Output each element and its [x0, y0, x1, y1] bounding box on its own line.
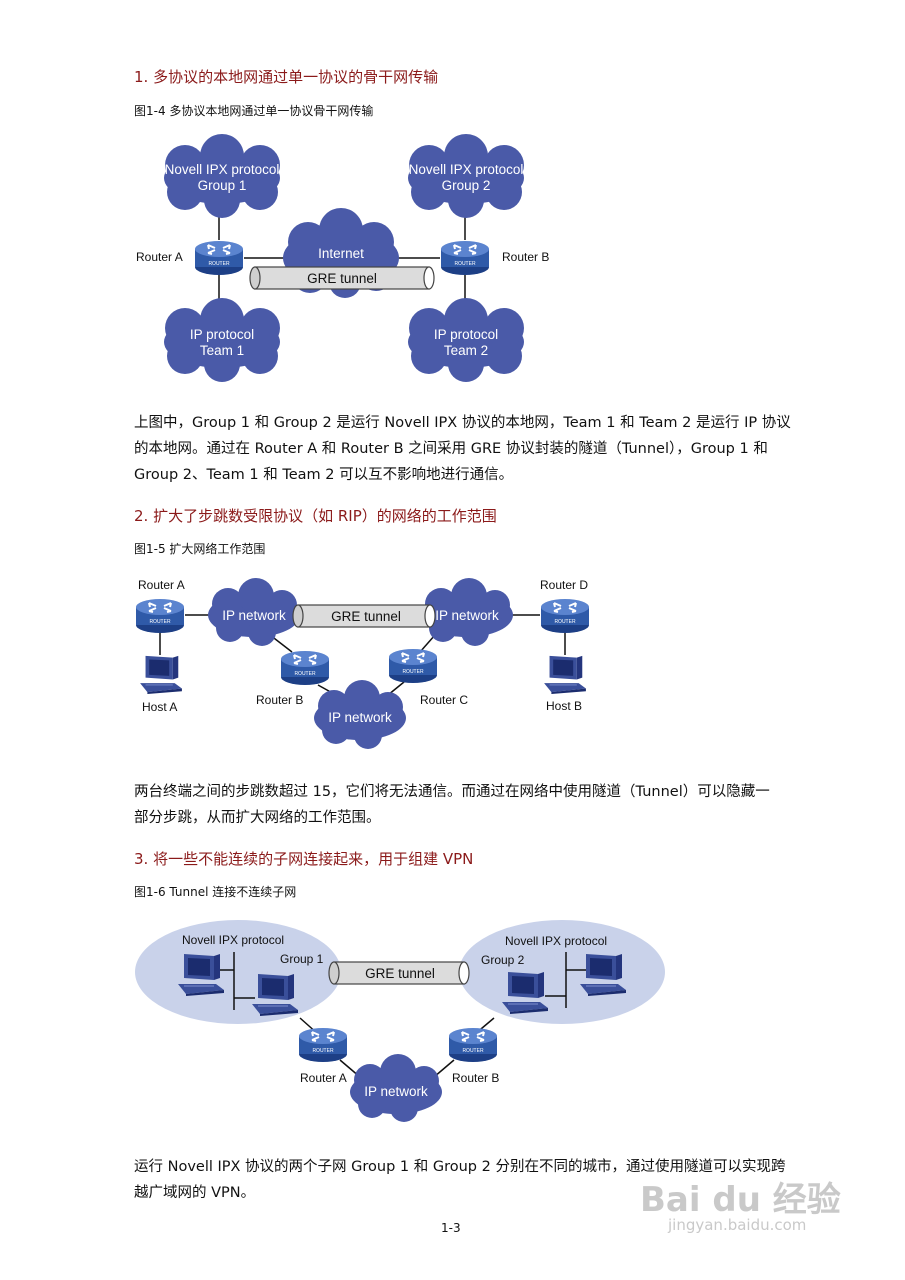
- group2-label: Group 2: [481, 953, 525, 967]
- router-b-label: Router B: [452, 1071, 499, 1085]
- baidu-watermark-url: jingyan.baidu.com: [668, 1216, 807, 1234]
- router-c-label: Router C: [420, 693, 468, 707]
- router-a-icon: [135, 598, 185, 634]
- cloud-group2: [408, 134, 524, 218]
- cloud-ip-bottom: [314, 680, 406, 749]
- router-b-icon: [280, 650, 330, 686]
- cloud-ip-right: [421, 578, 513, 646]
- cloud-ip-left-label: IP network: [222, 608, 286, 623]
- gre-tunnel-label: GRE tunnel: [365, 966, 435, 981]
- section-1-heading: 1. 多协议的本地网通过单一协议的骨干网传输: [134, 68, 439, 86]
- section-1-paragraph: 上图中，Group 1 和 Group 2 是运行 Novell IPX 协议的…: [134, 410, 824, 488]
- group2-computer-icon: [579, 953, 627, 996]
- gre-tunnel-pipe: [292, 604, 436, 628]
- router-b-label: Router B: [256, 693, 303, 707]
- link-cloud-routerc: [419, 634, 436, 653]
- cloud-group1: [164, 134, 280, 218]
- cloud-ip-bottom-label: IP network: [328, 710, 392, 725]
- cloud-team1: [164, 298, 280, 382]
- cloud-ip: [350, 1054, 442, 1122]
- paragraph-line: 上图中，Group 1 和 Group 2 是运行 Novell IPX 协议的…: [134, 415, 791, 431]
- router-b-label: Router B: [502, 250, 549, 264]
- gre-tunnel-label: GRE tunnel: [307, 271, 377, 286]
- ipx-left-label: Novell IPX protocol: [182, 933, 284, 947]
- host-b-label: Host B: [546, 699, 582, 713]
- figure-1-5-caption: 图1-5 扩大网络工作范围: [134, 542, 266, 556]
- figure-1-4-caption: 图1-4 多协议本地网通过单一协议骨干网传输: [134, 104, 374, 118]
- cloud-team2: [408, 298, 524, 382]
- group1-label: Group 1: [280, 952, 324, 966]
- cloud-team2-line2: Team 2: [444, 343, 488, 358]
- figure-1-4-diagram: Novell IPX protocol Group 1 Novell IPX p…: [136, 134, 549, 382]
- host-a-label: Host A: [142, 700, 177, 714]
- gre-tunnel-pipe: [328, 961, 470, 985]
- gre-tunnel-pipe: [249, 266, 435, 290]
- router-b-icon: [440, 240, 490, 276]
- figure-1-6-diagram: Novell IPX protocol Group 1 Novell IPX p…: [135, 920, 665, 1122]
- section-2-paragraph: 两台终端之间的步跳数超过 15，它们将无法通信。而通过在网络中使用隧道（Tunn…: [134, 779, 824, 831]
- section-3-paragraph: 运行 Novell IPX 协议的两个子网 Group 1 和 Group 2 …: [134, 1154, 824, 1206]
- section-3-heading: 3. 将一些不能连续的子网连接起来，用于组建 VPN: [134, 850, 474, 868]
- group2-computer-icon: [501, 971, 549, 1014]
- cloud-team2-line1: IP protocol: [434, 327, 498, 342]
- cloud-group1-line2: Group 1: [198, 178, 247, 193]
- cloud-internet-label: Internet: [318, 246, 364, 261]
- router-a-icon: [298, 1027, 348, 1063]
- gre-tunnel-label: GRE tunnel: [331, 609, 401, 624]
- ipx-right-label: Novell IPX protocol: [505, 934, 607, 948]
- paragraph-line: 部分步跳，从而扩大网络的工作范围。: [134, 810, 381, 826]
- cloud-ip-left: [208, 578, 300, 646]
- router-c-icon: [388, 648, 438, 684]
- group1-computer-icon: [251, 973, 299, 1016]
- figure-1-6-caption: 图1-6 Tunnel 连接不连续子网: [134, 885, 297, 899]
- figure-1-5-diagram: GRE tunnel IP network IP network IP netw…: [135, 578, 590, 749]
- host-a-computer-icon: [139, 655, 183, 694]
- cloud-team1-line2: Team 1: [200, 343, 244, 358]
- router-a-label: Router A: [138, 578, 185, 592]
- cloud-ip-right-label: IP network: [435, 608, 499, 623]
- cloud-ip-label: IP network: [364, 1084, 428, 1099]
- cloud-team1-line1: IP protocol: [190, 327, 254, 342]
- router-d-label: Router D: [540, 578, 588, 592]
- page-number: 1-3: [441, 1221, 461, 1235]
- host-b-computer-icon: [543, 655, 587, 694]
- cloud-group2-line1: Novell IPX protocol: [409, 162, 524, 177]
- cloud-group1-line1: Novell IPX protocol: [165, 162, 280, 177]
- paragraph-line: Group 2、Team 1 和 Team 2 可以互不影响地进行通信。: [134, 467, 514, 483]
- router-a-icon: [194, 240, 244, 276]
- baidu-watermark-logo: Bai du 经验: [640, 1180, 841, 1220]
- router-b-icon: [448, 1027, 498, 1063]
- paragraph-line: 运行 Novell IPX 协议的两个子网 Group 1 和 Group 2 …: [134, 1159, 786, 1175]
- router-d-icon: [540, 598, 590, 634]
- subnet-group2-area: [459, 920, 665, 1024]
- paragraph-line: 越广域网的 VPN。: [134, 1185, 256, 1201]
- cloud-group2-line2: Group 2: [442, 178, 491, 193]
- router-a-label: Router A: [300, 1071, 347, 1085]
- router-a-label: Router A: [136, 250, 183, 264]
- paragraph-line: 两台终端之间的步跳数超过 15，它们将无法通信。而通过在网络中使用隧道（Tunn…: [134, 784, 770, 800]
- section-2-heading: 2. 扩大了步跳数受限协议（如 RIP）的网络的工作范围: [134, 507, 497, 525]
- paragraph-line: 的本地网。通过在 Router A 和 Router B 之间采用 GRE 协议…: [134, 441, 768, 457]
- group1-computer-icon: [177, 953, 225, 996]
